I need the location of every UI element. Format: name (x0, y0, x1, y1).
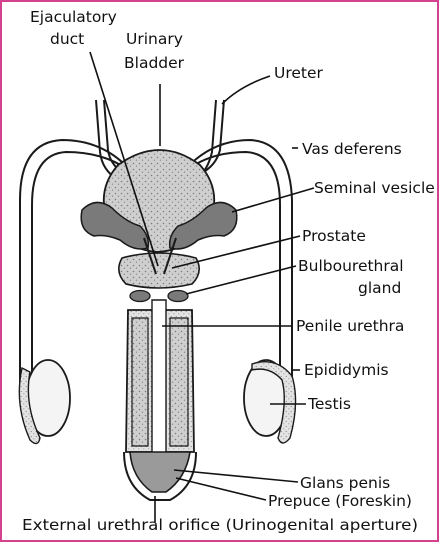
bulbourethral-gland-left (130, 291, 150, 302)
label-urinary-bladder-line2: Bladder (124, 54, 185, 72)
label-ejaculatory-duct-line2: duct (50, 30, 84, 48)
ureter-right-inner (200, 100, 224, 174)
glans-penis (130, 452, 190, 492)
label-glans-penis: Glans penis (300, 474, 390, 492)
bulbourethral-gland-right (168, 291, 188, 302)
corpus-left (132, 318, 148, 446)
prostate (119, 253, 199, 288)
prepuce-leader (176, 478, 266, 500)
label-testis: Testis (307, 395, 351, 413)
label-prepuce: Prepuce (Foreskin) (268, 492, 412, 510)
label-bulbourethral-line2: gland (358, 279, 401, 297)
corpus-right (170, 318, 188, 446)
label-seminal-vesicle: Seminal vesicle (314, 179, 435, 197)
label-external-urethral-orifice: External urethral orifice (Urinogenital … (22, 516, 418, 534)
ureter-leader (222, 76, 270, 104)
label-epididymis: Epididymis (304, 361, 389, 379)
label-penile-urethra: Penile urethra (296, 317, 404, 335)
label-ejaculatory-duct-line1: Ejaculatory (30, 8, 117, 26)
label-bulbourethral-line1: Bulbourethral (298, 257, 404, 275)
label-ureter: Ureter (274, 64, 324, 82)
label-urinary-bladder-line1: Urinary (126, 30, 183, 48)
label-prostate: Prostate (302, 227, 366, 245)
seminal-vesicle-leader (232, 188, 314, 212)
label-vas-deferens: Vas deferens (302, 140, 402, 158)
